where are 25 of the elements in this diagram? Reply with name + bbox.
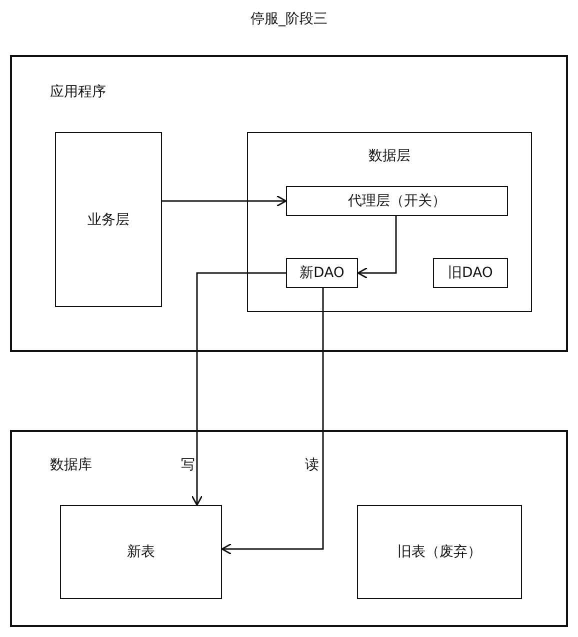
arrow [221, 288, 324, 555]
container-box [10, 430, 568, 627]
process-box [55, 132, 162, 307]
arrow [191, 272, 286, 506]
diagram-title: 停服_阶段三 [250, 10, 328, 28]
box-label: 数据库 [50, 456, 92, 474]
box-label: 应用程序 [50, 83, 106, 101]
process-box [357, 505, 522, 599]
process-box [433, 258, 508, 288]
box-label: 业务层 [88, 210, 130, 228]
edge-label: 写 [179, 456, 197, 474]
container-box [10, 55, 568, 352]
arrow [162, 195, 287, 207]
box-label: 旧DAO [448, 264, 493, 282]
process-box [60, 505, 222, 599]
box-label: 新表 [127, 543, 155, 561]
process-box [286, 258, 358, 288]
box-label: 数据层 [368, 147, 412, 165]
edge-label: 读 [303, 456, 321, 474]
box-label: 新DAO [300, 264, 344, 282]
arrow [357, 216, 397, 279]
group-box [247, 132, 532, 312]
box-label: 旧表（废弃） [398, 543, 482, 561]
process-box [286, 186, 508, 216]
box-label: 代理层（开关） [348, 192, 446, 210]
